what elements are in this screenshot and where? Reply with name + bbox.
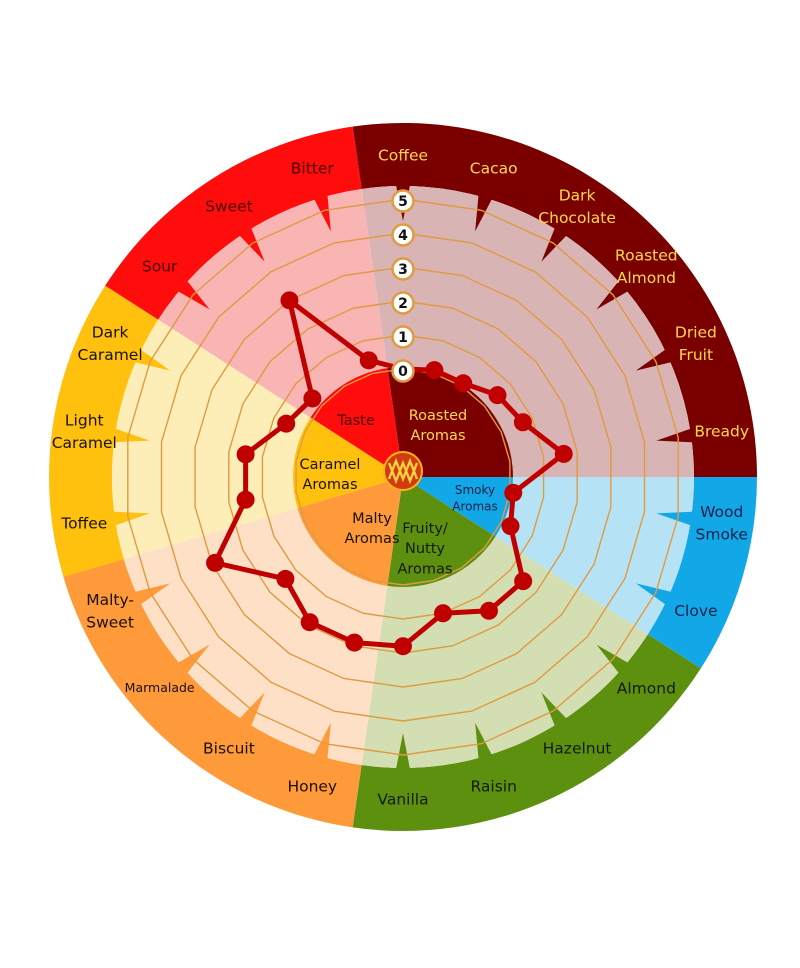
scale-tick-badge <box>391 223 415 247</box>
data-point <box>280 291 299 310</box>
inner-group-sector <box>293 417 403 508</box>
data-point <box>504 483 523 502</box>
pointer-marker <box>313 193 331 232</box>
scale-tick-badge <box>391 359 415 383</box>
attribute-label: Sour <box>142 258 178 276</box>
attribute-label: Cacao <box>470 159 518 177</box>
attribute-label: Biscuit <box>203 739 255 757</box>
data-point <box>434 604 453 623</box>
inner-group-sector <box>387 366 513 477</box>
attribute-label: Marmalade <box>125 680 195 695</box>
pointer-marker <box>313 722 331 761</box>
data-point <box>554 444 573 463</box>
attribute-label: Coffee <box>378 146 428 164</box>
attribute-label: Honey <box>287 777 337 795</box>
outer-ring-sector <box>105 126 362 320</box>
pointer-marker <box>475 193 493 232</box>
scale-tick-badge <box>391 325 415 349</box>
attribute-label: Bitter <box>291 159 335 177</box>
scale-ring <box>295 368 511 586</box>
data-point <box>394 637 412 656</box>
scale-tick-label: 1 <box>398 330 408 346</box>
scale-tick-label: 2 <box>398 296 408 312</box>
data-point <box>300 613 319 632</box>
outer-ring-sector <box>48 285 159 577</box>
band-sector <box>123 507 388 766</box>
data-point <box>303 389 322 408</box>
pointer-marker <box>475 722 493 761</box>
scale-ring <box>261 334 545 620</box>
band-sector <box>361 186 694 477</box>
scale-tick-label: 4 <box>398 228 408 244</box>
group-label: Taste <box>336 413 375 429</box>
data-point <box>488 386 507 405</box>
attribute-label: Clove <box>674 602 717 620</box>
scale-ring <box>127 198 679 756</box>
data-point <box>277 414 296 433</box>
pointer-marker <box>112 511 150 526</box>
inner-group-sector <box>387 477 496 587</box>
attribute-label: Raisin <box>470 777 516 795</box>
attribute-label: Malty-Sweet <box>86 591 134 631</box>
band-sector <box>158 188 388 418</box>
attribute-label: Vanilla <box>377 790 428 808</box>
outer-ring-sector <box>647 477 757 669</box>
inner-group-sector <box>297 477 403 586</box>
band-sector <box>361 536 648 768</box>
scale-tick-label: 5 <box>398 194 408 210</box>
pointer-marker <box>656 511 694 526</box>
scale-tick-badge <box>391 291 415 315</box>
inner-group-sector <box>403 477 513 537</box>
data-point <box>276 569 295 588</box>
attribute-label: Toffee <box>60 514 107 532</box>
data-point <box>425 361 444 380</box>
scale-tick-badge <box>391 257 415 281</box>
data-point <box>206 553 225 572</box>
data-point <box>514 572 533 591</box>
outer-ring-sector <box>352 634 701 832</box>
attribute-label: Almond <box>617 679 676 697</box>
data-point <box>236 490 255 509</box>
outer-ring-sector <box>352 123 757 477</box>
scale-ring <box>160 232 646 722</box>
pointer-marker <box>656 428 694 443</box>
scale-tick-label: 3 <box>398 262 408 278</box>
data-point <box>479 601 498 620</box>
band-sector <box>495 477 694 635</box>
data-point <box>501 517 520 536</box>
scale-ring <box>194 266 612 688</box>
attribute-label: Bready <box>694 423 749 441</box>
pointer-marker <box>112 428 150 443</box>
outer-ring-sector <box>63 558 362 828</box>
scale-tick-label: 0 <box>398 364 408 380</box>
attribute-label: Sweet <box>205 198 253 216</box>
data-point <box>345 633 364 652</box>
attribute-label: Hazelnut <box>543 739 612 757</box>
data-point <box>454 374 473 393</box>
scale-tick-badge <box>391 189 415 213</box>
data-point <box>236 445 255 464</box>
data-point <box>513 413 532 432</box>
pointer-marker <box>395 733 411 770</box>
brand-logo-icon <box>383 451 423 491</box>
data-point <box>359 351 378 370</box>
